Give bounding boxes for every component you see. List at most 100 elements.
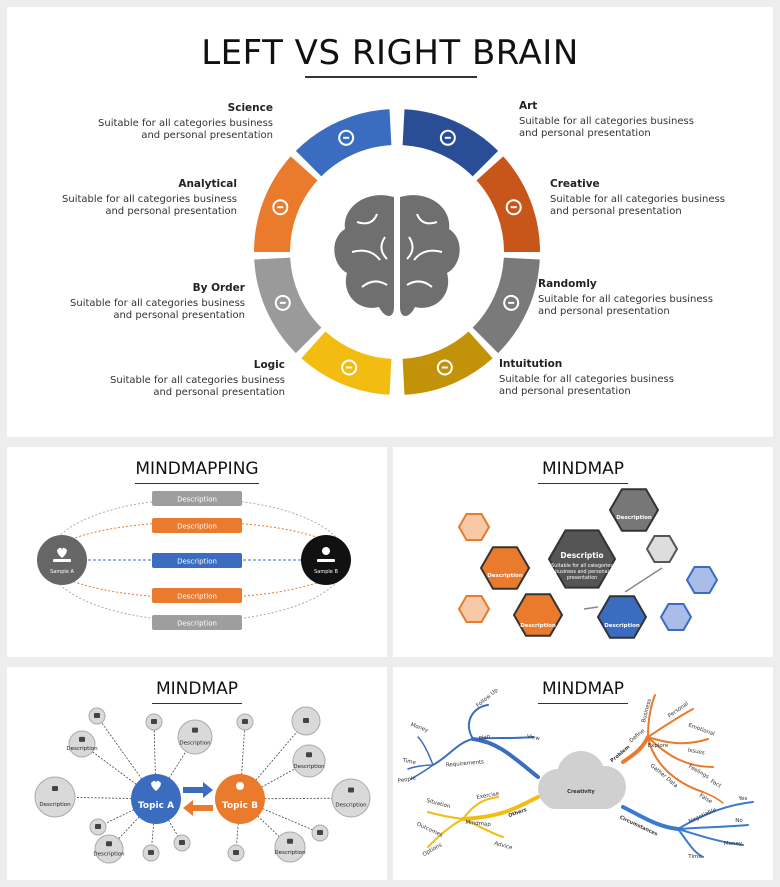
sat-pie-icon-glyph	[348, 787, 354, 793]
label-randomly: Randomly Suitable for all categories bus…	[538, 278, 713, 317]
segment-logic	[301, 331, 392, 395]
branch-ur-personal	[647, 708, 694, 738]
lbl-circumstances: Circumstances	[618, 815, 658, 838]
lbl-outcomes: Outcomes	[415, 821, 443, 838]
brain-wheel-diagram	[254, 109, 540, 395]
mindmap-hex-title: MINDMAP	[541, 459, 625, 479]
lbl-issues: Issues	[687, 748, 705, 757]
hex-label-tools: Description	[616, 515, 652, 521]
branch-ur-business	[647, 694, 656, 738]
sat-tools-icon-label: Description	[66, 746, 98, 752]
lbl-requirements: Requirements	[446, 759, 485, 768]
heart-hand-icon	[151, 780, 161, 791]
sat-chat-desc-icon-glyph	[106, 841, 112, 847]
sat-tools-icon-glyph	[79, 736, 85, 742]
microscope-icon	[338, 129, 355, 146]
lbl-problem: Problem	[609, 744, 631, 764]
circle-topic-diagram: DescriptionDescriptionDescriptionDescrip…	[34, 706, 371, 864]
sat-face-icon-label: Description	[274, 850, 306, 856]
branch-ul-time	[407, 764, 434, 770]
mindmapping-panel: MINDMAPPING Description Description Desc…	[7, 447, 387, 657]
lbl-emotional: Emotional	[687, 723, 715, 738]
creativity-cloud	[538, 751, 626, 809]
mindmap-branch-title: MINDMAP	[541, 679, 625, 699]
topic-a-node	[131, 774, 181, 824]
hex-layers	[659, 603, 693, 631]
svg-text:Sample B: Sample B	[314, 569, 338, 575]
branch-lr-main	[621, 805, 680, 831]
branch-ll-exercise	[462, 796, 499, 820]
branch-lr-yes	[677, 801, 754, 830]
brain-right-folds	[406, 213, 443, 288]
connector-5	[239, 720, 307, 800]
branch-ul-people	[410, 764, 434, 780]
hex-connector-3	[624, 567, 663, 593]
lbl-situation: Situation	[426, 798, 452, 810]
sat-layers-icon-glyph	[317, 830, 323, 835]
topic-b-label: Topic B	[222, 801, 258, 811]
brain-icon	[334, 195, 460, 316]
sat-lock-icon-glyph	[151, 719, 157, 724]
label-creative: Creative Suitable for all categories bus…	[550, 178, 725, 217]
brain-left-folds	[351, 213, 388, 288]
sat-flag-icon-label: Description	[39, 802, 71, 808]
branch-lr-time	[677, 828, 704, 858]
connector-0	[96, 715, 157, 800]
hex-lock	[457, 513, 491, 541]
mindmap-hex-underline	[538, 483, 628, 484]
hex-label-chart: Description	[604, 623, 640, 629]
pencil-icon	[341, 359, 358, 376]
svg-text:Description: Description	[177, 496, 217, 504]
sat-tools-icon	[68, 730, 96, 758]
sat-chat-desc-icon-label: Description	[93, 851, 125, 857]
sat-wand-icon-label: Description	[293, 764, 325, 770]
branch-ul-money	[417, 736, 434, 766]
branch-ul-main	[471, 737, 540, 779]
sat-tools-desc-icon-label: Description	[179, 741, 211, 747]
mindmapping-title: MINDMAPPING	[135, 459, 259, 479]
svg-text:Description: Description	[177, 558, 217, 566]
mindmap-circles-title: MINDMAP	[155, 679, 239, 699]
node-sample-a: Sample A	[37, 535, 87, 585]
svg-text:Description: Description	[177, 620, 217, 628]
brain-right-hemisphere	[400, 195, 460, 316]
branch-ll-advice	[462, 818, 504, 838]
brain-left-hemisphere	[334, 195, 394, 316]
lbl-explore: Explore	[648, 743, 669, 749]
sat-pie-icon	[331, 778, 371, 818]
hex-center	[547, 529, 617, 589]
hex-chat	[479, 546, 531, 590]
branch-ur-false	[702, 791, 724, 804]
bar-2: Description	[152, 518, 242, 533]
label-logic: Logic Suitable for all categories busine…	[110, 359, 285, 398]
sat-tools-desc-icon-glyph	[192, 727, 198, 733]
lightbulb-icon	[236, 782, 244, 790]
sat-wand-icon-glyph	[306, 752, 312, 758]
hex-watch	[685, 566, 719, 594]
hex-tools	[608, 488, 660, 532]
sat-cloud-icon-glyph	[303, 718, 309, 723]
lbl-advice: Advice	[494, 841, 514, 852]
sat-edit-icon-glyph	[148, 850, 154, 855]
arrow-a-to-b	[183, 782, 213, 798]
mindmap-branch-underline	[538, 703, 628, 704]
sat-chat-desc-icon	[94, 834, 124, 864]
svg-text:Description: Description	[177, 523, 217, 531]
palette-icon	[439, 129, 456, 146]
branch-ll-main	[461, 795, 540, 821]
grid-icon	[503, 294, 520, 311]
branch-ur-gather	[647, 736, 704, 793]
lbl-time-lr: Time	[687, 854, 702, 860]
sat-list-icon-glyph	[94, 713, 100, 718]
label-science: Science Suitable for all categories busi…	[98, 102, 273, 141]
sat-flag-icon	[34, 776, 76, 818]
hex-center-text-2: business and personal	[555, 569, 609, 575]
sat-face-icon	[274, 831, 306, 863]
topic-a-label: Topic A	[138, 801, 174, 811]
creativity-label: Creativity	[567, 789, 595, 795]
hex-wand	[512, 593, 564, 637]
segment-randomly	[472, 257, 540, 354]
